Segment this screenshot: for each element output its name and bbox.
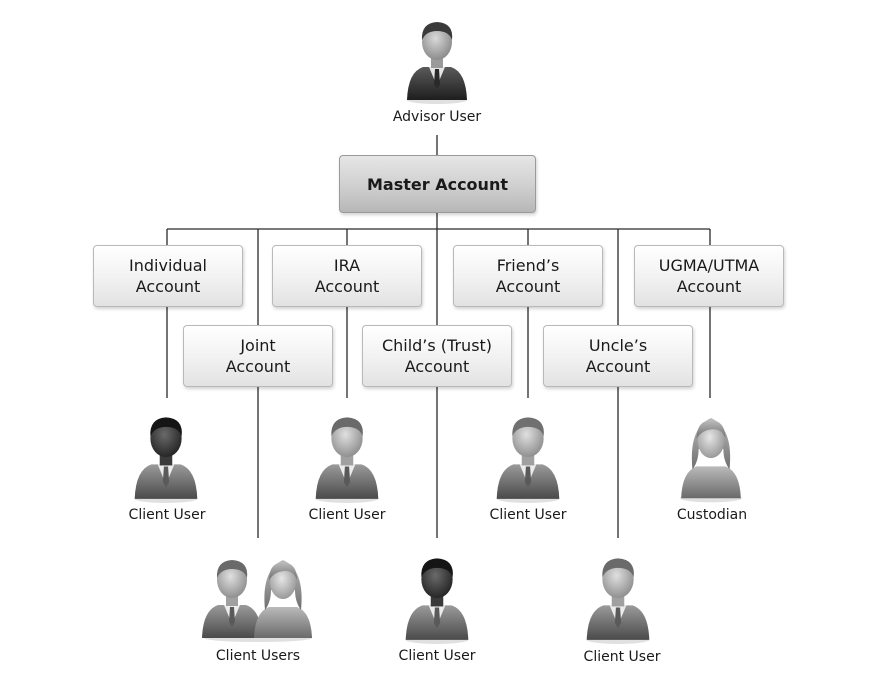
ugma-account-box: UGMA/UTMA Account xyxy=(634,245,784,307)
ira-client-avatar xyxy=(311,407,383,503)
friends-client-avatar xyxy=(492,407,564,503)
couple-icon xyxy=(202,560,312,642)
joint-account-box: Joint Account xyxy=(183,325,333,387)
businessman-icon xyxy=(315,417,379,503)
individual-client-label: Client User xyxy=(128,507,206,523)
custodian-avatar xyxy=(676,407,746,503)
businessman-icon xyxy=(496,417,560,503)
businessman-icon xyxy=(586,558,650,644)
businessman-icon xyxy=(407,22,467,104)
master-account-box: Master Account xyxy=(339,155,536,213)
businessman-icon xyxy=(405,558,469,644)
ira-account-box: IRA Account xyxy=(272,245,422,307)
individual-account-box: Individual Account xyxy=(93,245,243,307)
uncles-account-box: Uncle’s Account xyxy=(543,325,693,387)
joint-client-users-label: Client Users xyxy=(215,648,301,664)
uncles-client-avatar xyxy=(582,548,654,644)
businesswoman-icon xyxy=(680,417,742,503)
ira-client-label: Client User xyxy=(308,507,386,523)
businessman-icon xyxy=(134,417,198,503)
custodian-label: Custodian xyxy=(676,507,748,523)
childs-trust-account-box: Child’s (Trust) Account xyxy=(362,325,512,387)
joint-client-users-avatar xyxy=(200,548,316,644)
childs-client-label: Client User xyxy=(398,648,476,664)
advisor-label: Advisor User xyxy=(392,109,482,125)
friends-client-label: Client User xyxy=(489,507,567,523)
advisor-avatar xyxy=(403,12,471,104)
master-account-label: Master Account xyxy=(367,174,508,194)
individual-client-avatar xyxy=(130,407,202,503)
friends-account-box: Friend’s Account xyxy=(453,245,603,307)
uncles-client-label: Client User xyxy=(583,649,661,665)
childs-client-avatar xyxy=(401,548,473,644)
